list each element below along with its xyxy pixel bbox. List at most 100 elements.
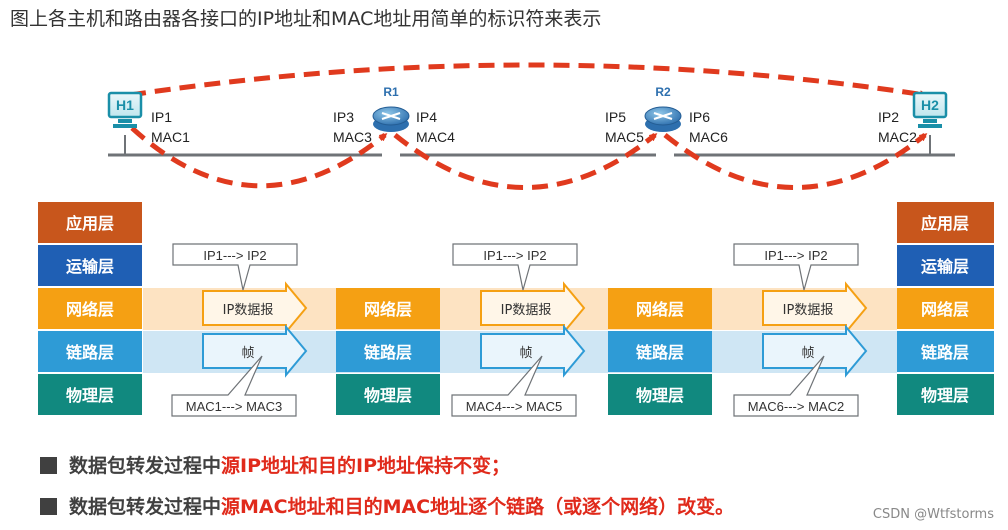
segment-2: IP数据报 帧 IP1---> IP2 MAC4---> MAC5 (451, 243, 586, 417)
layer-application (897, 202, 994, 243)
layer-label: 链路层 (921, 343, 969, 362)
layer-label: 网络层 (636, 300, 684, 319)
monitor-stand (118, 119, 132, 123)
monitor-base (918, 124, 942, 128)
mac-callout (733, 355, 859, 417)
layer-network (336, 288, 440, 329)
mac-callout-text: MAC1---> MAC3 (186, 399, 282, 414)
computer-icon (912, 91, 948, 119)
ip-callout-text: IP1---> IP2 (203, 248, 266, 263)
layer-application (38, 202, 142, 243)
page-title: 图上各主机和路由器各接口的IP地址和MAC地址用简单的标识符来表示 (10, 8, 602, 30)
h1-ip: IP1 (151, 109, 172, 125)
ip-callout-text: IP1---> IP2 (764, 248, 827, 263)
layer-link (897, 331, 994, 372)
layer-transport (897, 245, 994, 286)
layer-physical (336, 374, 440, 415)
layer-label: 物理层 (636, 386, 684, 405)
layer-label: 网络层 (66, 300, 114, 319)
host-label: H2 (921, 97, 939, 113)
layer-network (38, 288, 142, 329)
ip-callout (172, 243, 298, 291)
h1-mac: MAC1 (151, 129, 190, 145)
layer-link (38, 331, 142, 372)
bullet-mac-changes: 数据包转发过程中源MAC地址和目的MAC地址逐个链路（或逐个网络）改变。 (40, 492, 734, 519)
router-label: R1 (383, 85, 399, 99)
layer-physical (897, 374, 994, 415)
ip-callout (733, 243, 859, 291)
host-h1: H1 (107, 91, 143, 128)
monitor-base (113, 124, 137, 128)
bullet-square-icon (40, 498, 57, 515)
bullet-highlight: 源IP地址和目的IP地址保持不变； (221, 455, 511, 477)
bullet-prefix: 数据包转发过程中 (69, 496, 222, 518)
bullet-prefix: 数据包转发过程中 (69, 455, 222, 477)
monitor-stand (923, 119, 937, 123)
layer-label: 物理层 (921, 386, 969, 405)
router-arrows (381, 112, 401, 120)
datagram-arrow (762, 281, 868, 335)
hop-path-1 (130, 126, 388, 189)
computer-icon (107, 91, 143, 119)
r1-protocol-stack: 网络层 链路层 物理层 (336, 288, 440, 415)
frame-arrow (762, 324, 868, 378)
r1-left-ip: IP3 (333, 109, 354, 125)
mac-callout-text: MAC4---> MAC5 (466, 399, 562, 414)
host-h2: H2 (912, 91, 948, 128)
datagram-label: IP数据报 (223, 303, 274, 318)
router-label: R2 (655, 85, 671, 99)
r1-left-mac: MAC3 (333, 129, 372, 145)
datagram-arrow (202, 281, 308, 335)
ip-callout (452, 243, 578, 291)
router-r1: R1 (372, 85, 410, 132)
bullet-square-icon (40, 457, 57, 474)
mac-callout (171, 355, 297, 417)
bullet-highlight: 源MAC地址和目的MAC地址逐个链路（或逐个网络）改变。 (221, 496, 735, 518)
frame-label: 帧 (241, 346, 254, 361)
layer-link (608, 331, 712, 372)
mac-callout (451, 355, 577, 417)
h2-mac: MAC2 (878, 129, 917, 145)
h2-protocol-stack: 应用层 运输层 网络层 链路层 物理层 (897, 202, 994, 415)
datagram-arrow (480, 281, 586, 335)
datagram-label: IP数据报 (501, 303, 552, 318)
frame-label: 帧 (519, 346, 532, 361)
bullet-ip-unchanged: 数据包转发过程中源IP地址和目的IP地址保持不变； (40, 451, 510, 478)
layer-transport (38, 245, 142, 286)
r2-protocol-stack: 网络层 链路层 物理层 (608, 288, 712, 415)
layer-network (608, 288, 712, 329)
r2-left-mac: MAC5 (605, 129, 644, 145)
segment-1: IP数据报 帧 IP1---> IP2 MAC1---> MAC3 (171, 243, 308, 417)
r2-left-ip: IP5 (605, 109, 626, 125)
layer-label: 运输层 (921, 257, 969, 276)
layer-label: 网络层 (364, 300, 412, 319)
layer-label: 物理层 (66, 386, 114, 405)
r1-right-mac: MAC4 (416, 129, 455, 145)
frame-arrow (480, 324, 586, 378)
layer-network (897, 288, 994, 329)
layer-label: 应用层 (921, 214, 969, 233)
layer-label: 链路层 (636, 343, 684, 362)
h1-protocol-stack: 应用层 运输层 网络层 链路层 物理层 (38, 202, 142, 415)
frame-label: 帧 (801, 346, 814, 361)
r1-right-ip: IP4 (416, 109, 437, 125)
datagram-label: IP数据报 (783, 303, 834, 318)
ip-callout-text: IP1---> IP2 (483, 248, 546, 263)
end-to-end-path (129, 62, 928, 99)
host-label: H1 (116, 97, 134, 113)
r2-right-mac: MAC6 (689, 129, 728, 145)
layer-label: 链路层 (364, 343, 412, 362)
layer-link (336, 331, 440, 372)
segment-3: IP数据报 帧 IP1---> IP2 MAC6---> MAC2 (733, 243, 868, 417)
mac-callout-text: MAC6---> MAC2 (748, 399, 844, 414)
layer-label: 网络层 (921, 300, 969, 319)
r2-right-ip: IP6 (689, 109, 710, 125)
layer-label: 运输层 (66, 257, 114, 276)
layer-physical (38, 374, 142, 415)
watermark: CSDN @Wtfstorms (872, 507, 994, 522)
layer-label: 应用层 (66, 214, 114, 233)
h2-ip: IP2 (878, 109, 899, 125)
layer-physical (608, 374, 712, 415)
layer-label: 链路层 (66, 343, 114, 362)
